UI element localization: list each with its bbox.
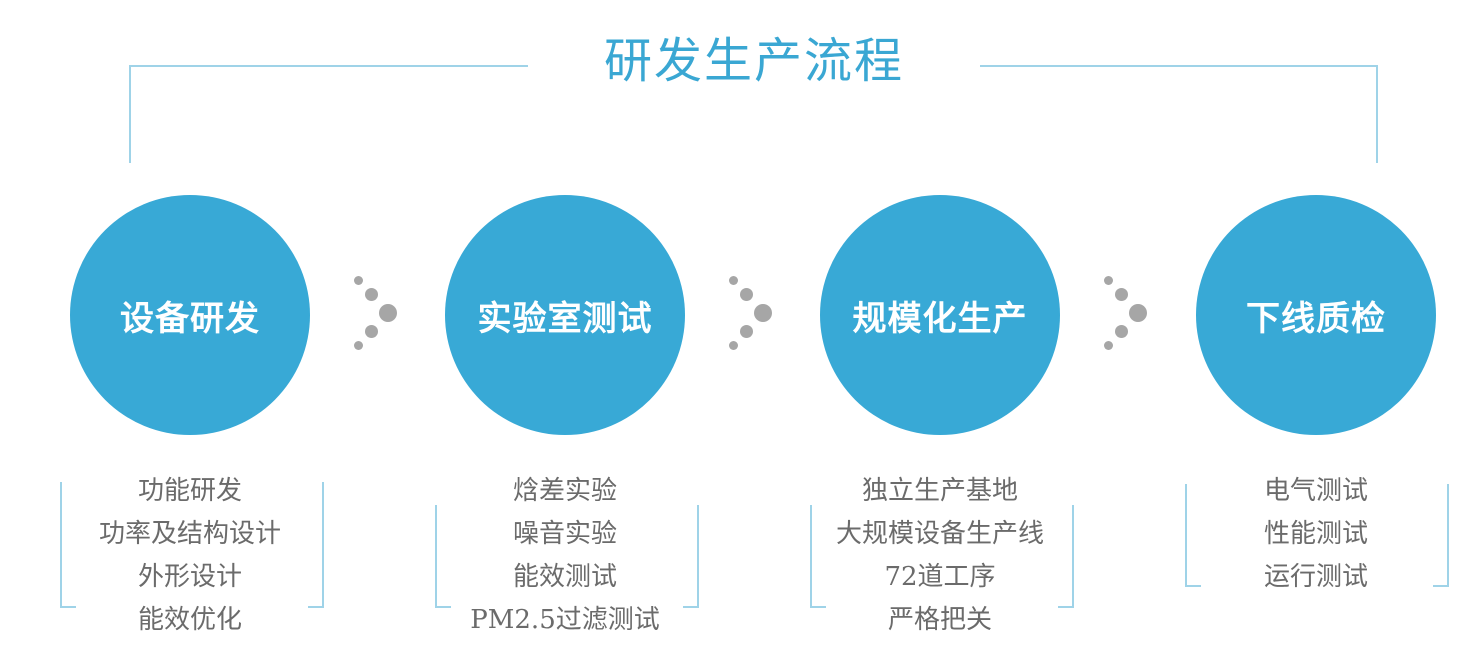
arrow-dot <box>365 288 378 301</box>
details-bracket-left <box>1185 484 1201 587</box>
stage-details-quality-inspection: 电气测试 性能测试 运行测试 <box>1176 470 1456 599</box>
title-bracket-right-horizontal <box>980 65 1378 67</box>
title-bracket-left-vertical <box>129 65 131 163</box>
flow-arrow-dots <box>350 270 400 360</box>
arrow-dot <box>754 304 772 322</box>
details-bracket-right <box>1058 505 1074 608</box>
stage-circle-quality-inspection: 下线质检 <box>1196 195 1436 435</box>
detail-item: 噪音实验 <box>512 519 617 549</box>
detail-item: 严格把关 <box>887 605 992 635</box>
stage-details-rd: 功能研发 功率及结构设计 外形设计 能效优化 <box>50 470 330 642</box>
detail-item: 功率及结构设计 <box>98 519 281 549</box>
stage-label: 规模化生产 <box>852 298 1028 339</box>
stage-details-mass-production: 独立生产基地 大规模设备生产线 72道工序 严格把关 <box>800 470 1080 642</box>
detail-item: 运行测试 <box>1263 562 1368 592</box>
arrow-dot <box>1104 341 1113 350</box>
detail-item: 性能测试 <box>1263 519 1368 549</box>
flow-arrow-dots <box>1100 270 1150 360</box>
details-bracket-right <box>1433 484 1449 587</box>
arrow-dot <box>365 325 378 338</box>
arrow-dot <box>740 325 753 338</box>
detail-item: 能效优化 <box>137 605 242 635</box>
details-bracket-left <box>60 482 76 608</box>
details-bracket-right <box>683 505 699 608</box>
title-bracket-right-vertical <box>1376 65 1378 163</box>
arrow-dot <box>1115 288 1128 301</box>
arrow-dot <box>379 304 397 322</box>
stage-label: 实验室测试 <box>477 298 653 339</box>
arrow-dot <box>1129 304 1147 322</box>
details-bracket-left <box>435 505 451 608</box>
arrow-dot <box>729 341 738 350</box>
detail-item: 外形设计 <box>137 562 242 592</box>
arrow-dot <box>1115 325 1128 338</box>
stage-label: 设备研发 <box>120 298 260 339</box>
detail-item: 能效测试 <box>512 562 617 592</box>
arrow-dot <box>1104 276 1113 285</box>
diagram-title: 研发生产流程 <box>603 33 904 89</box>
detail-item: PM2.5过滤测试 <box>470 605 660 635</box>
detail-item: 72道工序 <box>884 562 996 592</box>
detail-item: 电气测试 <box>1263 476 1368 506</box>
details-bracket-right <box>308 482 324 608</box>
stage-circle-rd: 设备研发 <box>70 195 310 435</box>
details-bracket-left <box>810 505 826 608</box>
stage-label: 下线质检 <box>1246 298 1386 339</box>
arrow-dot <box>729 276 738 285</box>
detail-item: 大规模设备生产线 <box>835 519 1044 549</box>
stage-circle-mass-production: 规模化生产 <box>820 195 1060 435</box>
detail-item: 独立生产基地 <box>861 476 1018 506</box>
stage-circle-lab-test: 实验室测试 <box>445 195 685 435</box>
flow-arrow-dots <box>725 270 775 360</box>
stage-details-lab-test: 焓差实验 噪音实验 能效测试 PM2.5过滤测试 <box>425 470 705 642</box>
detail-item: 功能研发 <box>137 476 242 506</box>
arrow-dot <box>740 288 753 301</box>
detail-item: 焓差实验 <box>512 476 617 506</box>
title-bracket-left-horizontal <box>130 65 528 67</box>
arrow-dot <box>354 341 363 350</box>
arrow-dot <box>354 276 363 285</box>
